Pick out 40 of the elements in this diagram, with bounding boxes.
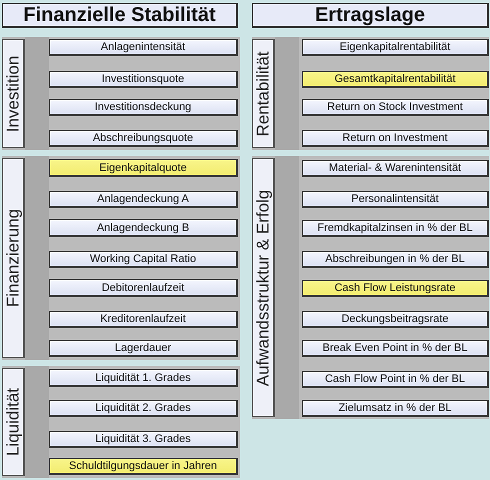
- ratio-box: Gesamtkapitalrentabilität: [302, 71, 489, 88]
- ratio-box: Liquidität 2. Grades: [49, 400, 238, 417]
- ratio-box: Break Even Point in % der BL: [302, 340, 489, 357]
- group-panel: [252, 156, 489, 419]
- ratio-box: Zielumsatz in % der BL: [302, 400, 489, 417]
- ratio-box: Return on Stock Investment: [302, 99, 489, 116]
- ratio-box: Working Capital Ratio: [49, 251, 238, 268]
- group-label: Finanzierung: [4, 208, 22, 308]
- ratio-box: Eigenkapitalquote: [49, 159, 238, 177]
- group-panel: [252, 37, 489, 150]
- ratio-box: Liquidität 1. Grades: [49, 369, 238, 387]
- ratio-box: Anlagendeckung B: [49, 219, 238, 237]
- ratio-box: Fremdkapitalzinsen in % der BL: [302, 220, 489, 237]
- ratio-box: Cash Flow Leistungsrate: [302, 280, 489, 297]
- ratio-box: Abschreibungen in % der BL: [302, 251, 489, 268]
- ratio-box: Personalintensität: [302, 191, 489, 208]
- ratio-box: Material- & Warenintensität: [302, 160, 489, 177]
- ratio-box: Anlagenintensität: [49, 39, 238, 56]
- group-panel: [2, 366, 240, 478]
- group-panel: [2, 156, 240, 360]
- ratio-box: Debitorenlaufzeit: [49, 279, 238, 297]
- group-label: Rentabilität: [254, 50, 272, 136]
- group-label: Investition: [4, 55, 22, 132]
- ratio-box: Liquidität 3. Grades: [49, 431, 238, 448]
- ratio-box: Lagerdauer: [49, 340, 238, 357]
- ratio-box: Schuldtilgungsdauer in Jahren: [49, 458, 238, 475]
- group-label: Liquidität: [4, 388, 22, 456]
- ratio-box: Investitionsquote: [49, 71, 238, 88]
- ratio-box: Eigenkapitalrentabilität: [302, 39, 489, 56]
- ratio-box: Anlagendeckung A: [49, 191, 238, 208]
- ratio-box: Abschreibungsquote: [49, 130, 238, 147]
- ratio-box: Investitionsdeckung: [49, 99, 238, 116]
- ratio-box: Return on Investment: [302, 130, 489, 147]
- ratio-box: Kreditorenlaufzeit: [49, 311, 238, 328]
- column-heading: Finanzielle Stabilität: [2, 3, 238, 28]
- ratio-box: Deckungsbeitragsrate: [302, 311, 489, 328]
- group-panel: [2, 37, 240, 150]
- ratio-box: Cash Flow Point in % der BL: [302, 371, 489, 388]
- group-label: Aufwandsstruktur & Erfolg: [254, 189, 272, 386]
- column-heading: Ertragslage: [252, 3, 489, 28]
